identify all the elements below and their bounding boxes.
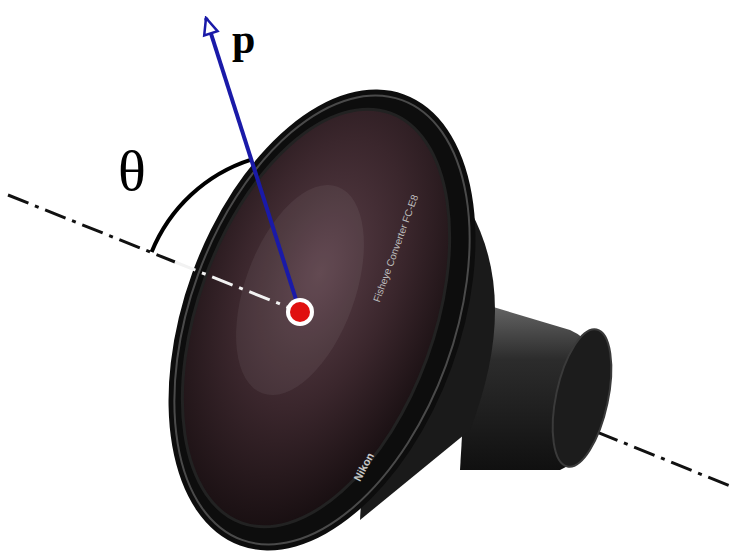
lens-face: [131, 73, 502, 558]
lens-rim: [110, 47, 534, 558]
center-point: [286, 298, 314, 326]
vector-label: p: [232, 18, 255, 60]
optical-axis: [175, 262, 300, 312]
vector-arrow: [206, 18, 300, 312]
optical-axis: [8, 195, 175, 262]
center-point: [290, 302, 310, 322]
angle-label: θ: [118, 142, 146, 200]
angle-arc: [152, 160, 252, 253]
